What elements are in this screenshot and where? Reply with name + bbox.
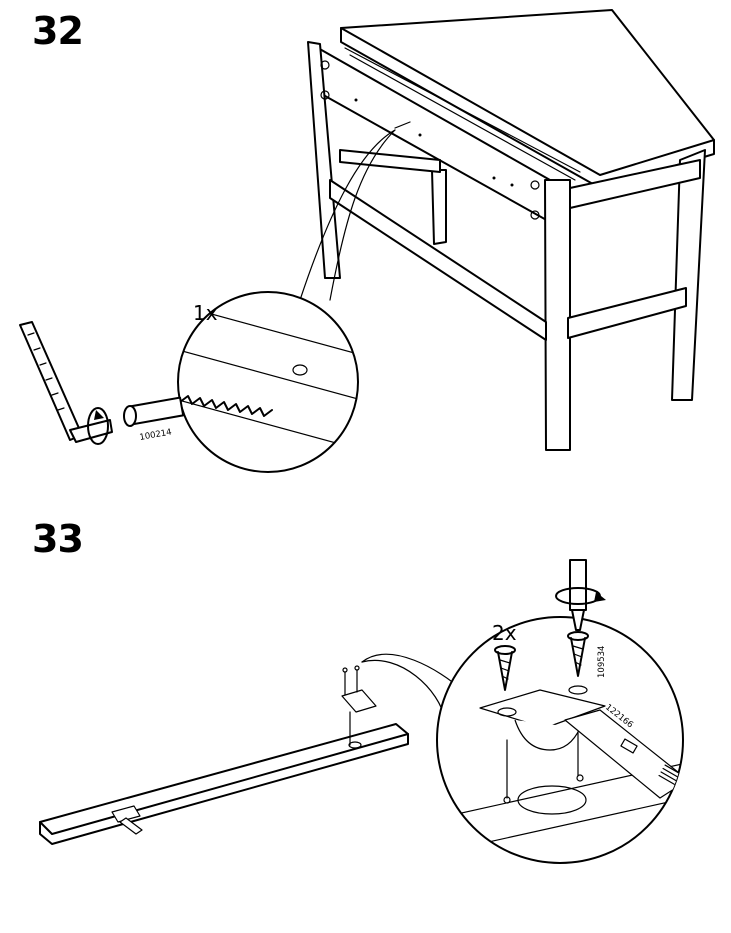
quantity-label-33: 2x: [492, 621, 517, 645]
quantity-label-32: 1x: [193, 301, 218, 325]
rotate-arrow-icon: [87, 407, 109, 445]
allen-key-icon: [19, 321, 113, 443]
part-number-109534: 109534: [597, 646, 607, 678]
cam-bolt-icon: [123, 396, 185, 427]
hinge-icon: [341, 665, 377, 746]
step-33-number: 33: [32, 517, 84, 561]
detail-circle-icon: [177, 291, 359, 473]
board-icon: [39, 723, 409, 845]
screwdriver-icon: [569, 559, 587, 631]
rotate-arrow-icon-33: [555, 587, 606, 605]
screw-icon-2: [567, 631, 589, 677]
step-32-number: 32: [32, 9, 84, 53]
detail-circle-icon-33: [436, 616, 684, 864]
part-number-100214: 100214: [139, 427, 173, 442]
screw-icon: [494, 645, 516, 691]
desk-icon: [307, 9, 715, 451]
